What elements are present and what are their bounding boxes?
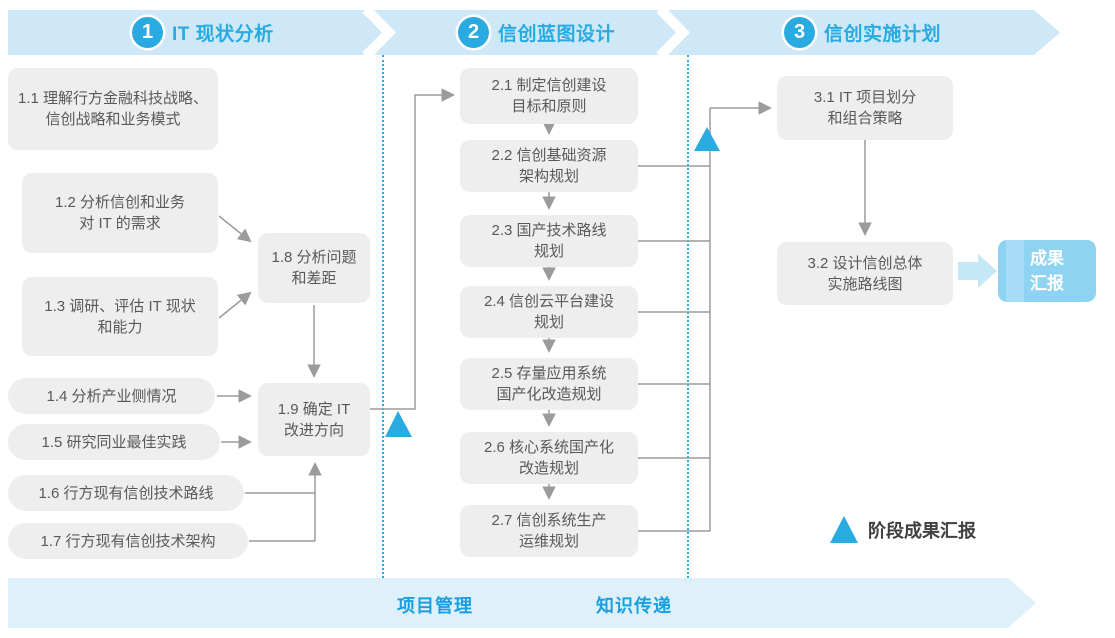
flow-box-2-2: 2.2 信创基础资源 架构规划 [460, 140, 638, 192]
flow-box-3-2: 3.2 设计信创总体 实施路线图 [777, 242, 953, 305]
flow-box-1-5: 1.5 研究同业最佳实践 [8, 424, 220, 460]
footer-item-project-management: 项目管理 [397, 596, 473, 616]
footer-item-knowledge-transfer: 知识传递 [596, 596, 672, 616]
phase-header-2: 2 信创蓝图设计 [458, 10, 615, 55]
flow-box-2-5: 2.5 存量应用系统 国产化改造规划 [460, 358, 638, 410]
flow-box-2-1: 2.1 制定信创建设 目标和原则 [460, 68, 638, 124]
footer-banner-strip [8, 578, 1036, 628]
phase-header-1: 1 IT 现状分析 [132, 10, 274, 55]
result-report-box: 成果 汇报 [998, 240, 1096, 302]
phase-divider-2 [687, 55, 689, 578]
flow-box-2-6: 2.6 核心系统国产化 改造规划 [460, 432, 638, 484]
phase-title: 信创实施计划 [824, 24, 942, 45]
phase-title: IT 现状分析 [172, 24, 274, 45]
flow-box-2-7: 2.7 信创系统生产 运维规划 [460, 505, 638, 557]
milestone-triangle-icon-phase1 [385, 411, 412, 437]
phase-header-3: 3 信创实施计划 [784, 10, 941, 55]
milestone-triangle-icon-phase2 [694, 127, 720, 151]
phase-number-badge: 2 [458, 17, 489, 48]
flow-box-1-1: 1.1 理解行方金融科技战略、 信创战略和业务模式 [8, 68, 218, 150]
flow-box-1-7: 1.7 行方现有信创技术架构 [8, 523, 248, 559]
flow-box-1-4: 1.4 分析产业侧情况 [8, 378, 215, 414]
flow-box-2-3: 2.3 国产技术路线 规划 [460, 215, 638, 267]
flow-box-1-9: 1.9 确定 IT 改进方向 [258, 383, 370, 456]
flow-box-2-4: 2.4 信创云平台建设 规划 [460, 286, 638, 338]
flow-box-1-2: 1.2 分析信创和业务 对 IT 的需求 [22, 173, 218, 253]
flow-box-1-3: 1.3 调研、评估 IT 现状 和能力 [22, 277, 218, 356]
phase-number-badge: 3 [784, 17, 815, 48]
phase-banner-strip [8, 10, 1060, 55]
result-thick-arrow-icon [958, 254, 997, 288]
flow-box-3-1: 3.1 IT 项目划分 和组合策略 [777, 76, 953, 140]
phase-divider-1 [382, 55, 384, 578]
legend-triangle-icon [830, 516, 858, 543]
legend-label: 阶段成果汇报 [868, 521, 976, 541]
flow-box-1-8: 1.8 分析问题 和差距 [258, 233, 370, 303]
phase-number-badge: 1 [132, 17, 163, 48]
flow-box-1-6: 1.6 行方现有信创技术路线 [8, 475, 244, 511]
phase-title: 信创蓝图设计 [498, 24, 616, 45]
